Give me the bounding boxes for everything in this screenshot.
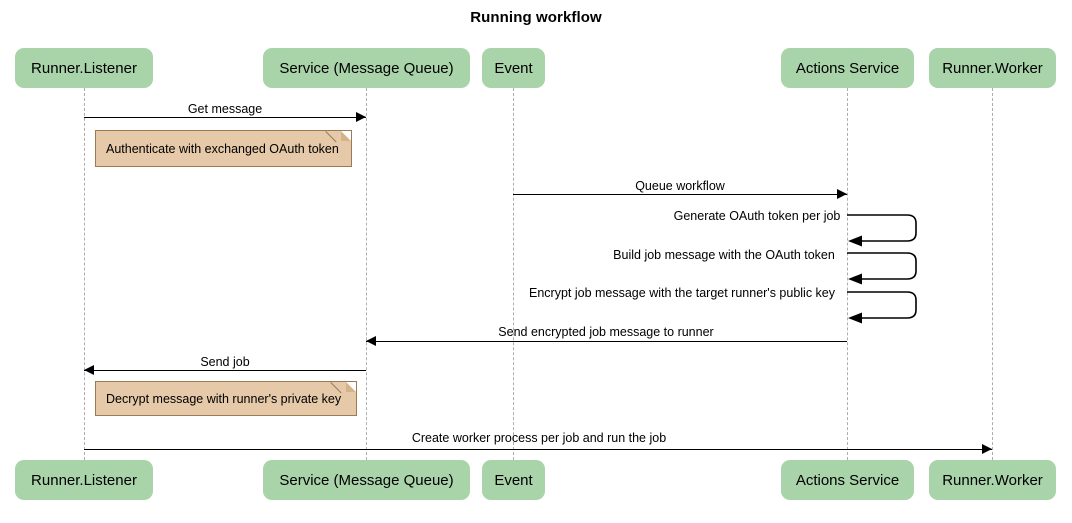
message-label: Get message [187, 102, 263, 116]
message-label: Encrypt job message with the target runn… [528, 286, 836, 300]
lifeline-actions-service [847, 88, 848, 460]
note-decrypt[interactable]: Decrypt message with runner's private ke… [95, 381, 357, 416]
actor-label: Runner.Worker [942, 59, 1043, 77]
actor-label: Actions Service [795, 59, 900, 77]
message-label: Generate OAuth token per job [673, 209, 841, 223]
actor-label: Service (Message Queue) [279, 471, 454, 489]
actor-runner-listener-bottom[interactable]: Runner.Listener [15, 460, 153, 500]
actor-label: Event [494, 59, 533, 77]
page-title: Running workflow [470, 9, 602, 26]
actor-label: Service (Message Queue) [279, 59, 454, 77]
lifeline-event [513, 88, 514, 460]
message-label: Build job message with the OAuth token [613, 248, 835, 262]
arrow-head-left [366, 336, 376, 346]
actor-actions-service-top[interactable]: Actions Service [781, 48, 914, 88]
self-message-arrow [847, 291, 920, 325]
arrow-head-right [982, 444, 992, 454]
message-line [366, 341, 847, 342]
note-fold-corner-icon [346, 382, 356, 392]
message-label: Send encrypted job message to runner [498, 325, 714, 339]
actor-label: Runner.Worker [942, 471, 1043, 489]
actor-label: Runner.Listener [31, 471, 137, 489]
actor-runner-worker-bottom[interactable]: Runner.Worker [929, 460, 1056, 500]
actor-event-top[interactable]: Event [482, 48, 545, 88]
actor-actions-service-bottom[interactable]: Actions Service [781, 460, 914, 500]
actor-service-mq-top[interactable]: Service (Message Queue) [263, 48, 470, 88]
message-line [84, 117, 366, 118]
arrow-head-right [837, 189, 847, 199]
actor-runner-listener-top[interactable]: Runner.Listener [15, 48, 153, 88]
note-text: Authenticate with exchanged OAuth token [106, 141, 339, 156]
self-message-arrow [847, 214, 920, 248]
actor-event-bottom[interactable]: Event [482, 460, 545, 500]
note-fold-corner-icon [341, 131, 351, 141]
message-line [513, 194, 847, 195]
note-authenticate[interactable]: Authenticate with exchanged OAuth token [95, 130, 352, 167]
actor-service-mq-bottom[interactable]: Service (Message Queue) [263, 460, 470, 500]
actor-label: Runner.Listener [31, 59, 137, 77]
note-text: Decrypt message with runner's private ke… [106, 391, 342, 406]
lifeline-runner-listener [84, 88, 85, 460]
arrow-head-right [356, 112, 366, 122]
message-label: Create worker process per job and run th… [411, 431, 667, 445]
actor-runner-worker-top[interactable]: Runner.Worker [929, 48, 1056, 88]
actor-label: Event [494, 471, 533, 489]
actor-label: Actions Service [795, 471, 900, 489]
self-message-arrow [847, 252, 920, 286]
message-label: Queue workflow [635, 179, 725, 193]
lifeline-service-mq [366, 88, 367, 460]
message-line [84, 449, 992, 450]
arrow-head-left [84, 365, 94, 375]
message-label: Send job [200, 355, 250, 369]
lifeline-runner-worker [992, 88, 993, 460]
message-line [84, 370, 366, 371]
